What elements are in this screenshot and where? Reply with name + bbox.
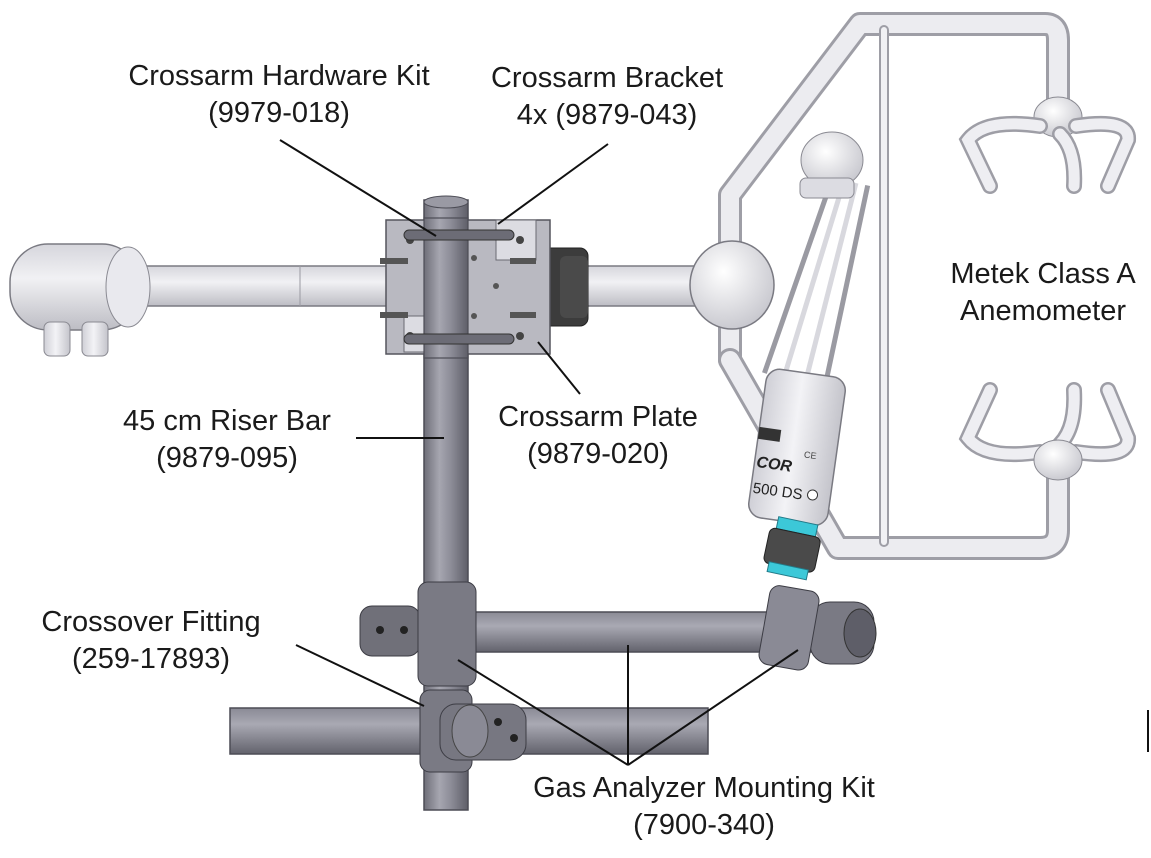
label-mounting-kit-part: (7900-340)	[633, 809, 775, 841]
crossarm-clamp	[539, 247, 589, 327]
label-hardware-kit-part: (9979-018)	[208, 97, 350, 129]
label-anemometer: Metek Class A Anemometer	[936, 256, 1150, 330]
label-riser-bar-part: (9879-095)	[156, 442, 298, 474]
leader-plate	[537, 341, 581, 395]
mounting-kit-bar	[359, 581, 877, 687]
upper-sensor-head	[958, 96, 1136, 194]
label-bracket-part: 4x (9879-043)	[516, 99, 698, 131]
label-crossover-name: Crossover Fitting	[41, 606, 261, 638]
label-riser-bar-name: 45 cm Riser Bar	[123, 405, 331, 437]
analyzer-model: 500 DS	[752, 480, 804, 504]
label-mounting-kit-name: Gas Analyzer Mounting Kit	[533, 772, 875, 804]
analyzer-brand: COR	[755, 454, 793, 476]
analyzer-ce-mark: CE	[803, 449, 817, 461]
label-plate-name: Crossarm Plate	[498, 401, 698, 433]
frame-hub	[689, 240, 775, 330]
label-bracket-name: Crossarm Bracket	[490, 62, 724, 94]
label-crossover-part: (259-17893)	[72, 643, 230, 675]
label-anemometer-part: Anemometer	[959, 295, 1126, 327]
leader-bracket	[497, 143, 609, 225]
analyzer-body	[748, 368, 846, 527]
leader-lines	[279, 139, 799, 766]
leader-hardware-kit	[279, 139, 437, 237]
lower-sensor-head	[958, 382, 1136, 481]
label-plate: Crossarm Plate (9879-020)	[470, 399, 726, 473]
label-bracket: Crossarm Bracket 4x (9879-043)	[462, 60, 752, 134]
leader-mounting-kit-3	[627, 649, 799, 766]
label-plate-part: (9879-020)	[527, 438, 669, 470]
label-crossover: Crossover Fitting (259-17893)	[14, 604, 288, 678]
label-hardware-kit: Crossarm Hardware Kit (9979-018)	[96, 58, 462, 132]
label-mounting-kit: Gas Analyzer Mounting Kit (7900-340)	[488, 770, 920, 844]
label-hardware-kit-name: Crossarm Hardware Kit	[128, 60, 430, 92]
gas-analyzer: COR 500 DS CE	[748, 131, 871, 581]
leader-crossover	[295, 644, 425, 707]
crossarm-end-housing	[9, 243, 151, 357]
crossover-fitting	[419, 689, 527, 773]
anemometer-frame	[718, 12, 1070, 560]
label-riser-bar: 45 cm Riser Bar (9879-095)	[98, 403, 356, 477]
leader-mounting-kit-1	[457, 659, 629, 766]
label-anemometer-name: Metek Class A	[950, 258, 1136, 290]
